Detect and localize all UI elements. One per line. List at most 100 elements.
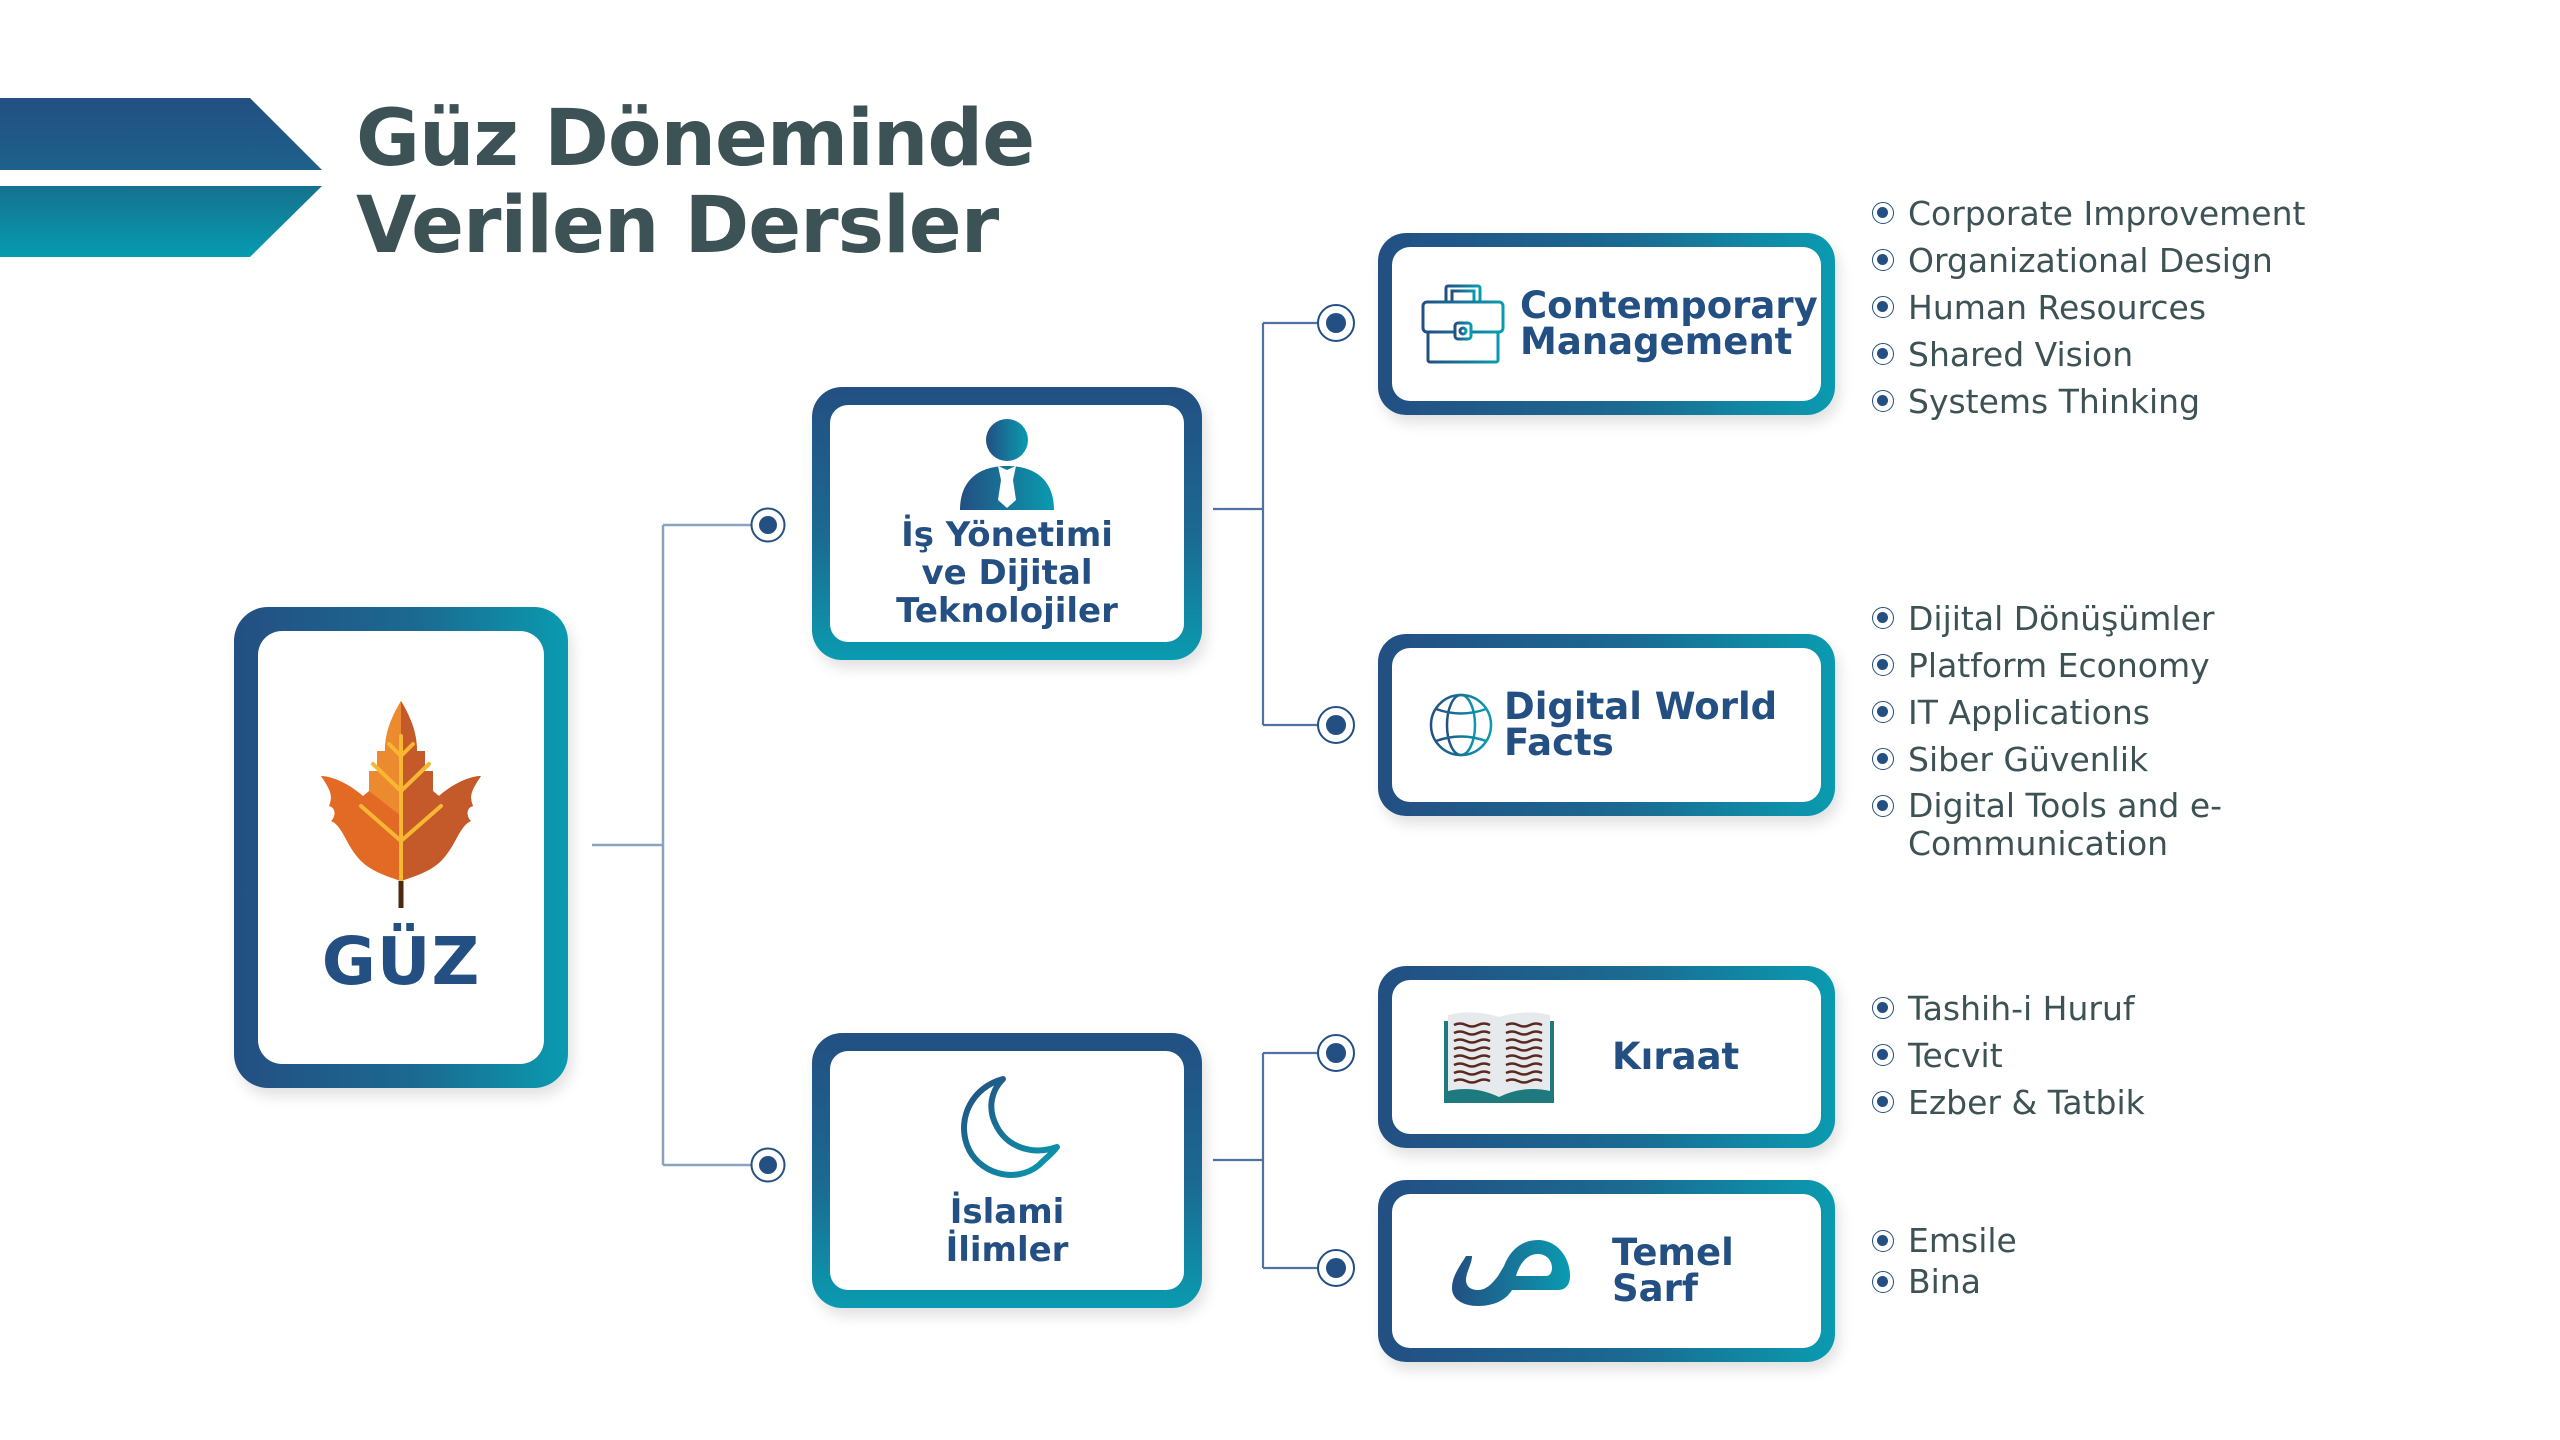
topic-item: Human Resources xyxy=(1870,284,2305,331)
topic-item: Siber Güvenlik xyxy=(1870,736,2238,783)
topic-item: Platform Economy xyxy=(1870,642,2238,689)
course-card-body: Digital World Facts xyxy=(1392,648,1821,802)
connector-node-digital xyxy=(1317,706,1355,744)
program-label-line: Teknolojiler xyxy=(896,590,1118,631)
course-label-line: Management xyxy=(1520,320,1793,363)
course-card-kiraat[interactable]: Kıraat xyxy=(1378,966,1835,1148)
topic-item: Systems Thinking xyxy=(1870,378,2305,425)
topic-label: IT Applications xyxy=(1908,693,2150,732)
topic-label: Shared Vision xyxy=(1908,335,2134,374)
connector-node-sarf xyxy=(1317,1249,1355,1287)
course-card-contemporary-management[interactable]: Contemporary Management xyxy=(1378,233,1835,415)
page-title: Güz Döneminde Verilen Dersler xyxy=(356,94,1035,271)
program-label-line: İlimler xyxy=(945,1229,1069,1270)
course-card-digital-world-facts[interactable]: Digital World Facts xyxy=(1378,634,1835,816)
topic-label: Digital Tools and e-Communication xyxy=(1908,786,2223,863)
topic-list-kiraat: Tashih-i Huruf Tecvit Ezber & Tatbik xyxy=(1870,985,2145,1126)
topic-label: Tashih-i Huruf xyxy=(1908,989,2135,1028)
course-label-line: Kıraat xyxy=(1612,1035,1740,1078)
radio-bullet-icon xyxy=(1872,1230,1894,1252)
connector-root-to-programs xyxy=(592,523,752,1167)
topic-label: Ezber & Tatbik xyxy=(1908,1083,2145,1122)
course-label: Temel Sarf xyxy=(1612,1231,1734,1310)
autumn-leaf-icon xyxy=(321,700,481,908)
topic-item: Tecvit xyxy=(1870,1032,2145,1079)
topic-item: Tashih-i Huruf xyxy=(1870,985,2145,1032)
topic-list-digital-world-facts: Dijital Dönüşümler Platform Economy IT A… xyxy=(1870,595,2238,863)
radio-bullet-icon xyxy=(1872,701,1894,723)
course-label-line: Contemporary xyxy=(1520,284,1818,327)
topic-item: IT Applications xyxy=(1870,689,2238,736)
connector-isyon-to-courses xyxy=(1213,321,1320,727)
crescent-moon-icon xyxy=(961,1075,1060,1178)
radio-bullet-icon xyxy=(1872,390,1894,412)
connector-node-contemp xyxy=(1317,304,1355,342)
topic-item: Ezber & Tatbik xyxy=(1870,1079,2145,1126)
radio-bullet-icon xyxy=(1872,795,1894,817)
topic-label: Dijital Dönüşümler xyxy=(1908,599,2215,638)
page-title-line-1: Güz Döneminde xyxy=(356,94,1035,184)
topic-label: Platform Economy xyxy=(1908,646,2210,685)
topic-item: Shared Vision xyxy=(1870,331,2305,378)
topic-list-temel-sarf: Emsile Bina xyxy=(1870,1220,2017,1302)
topic-label: Systems Thinking xyxy=(1908,382,2201,421)
briefcase-icon xyxy=(1421,284,1505,364)
open-book-icon xyxy=(1444,1012,1554,1103)
title-banner-arrows xyxy=(0,98,322,257)
banner-bottom-band xyxy=(0,186,322,257)
topic-label: Bina xyxy=(1908,1262,1981,1301)
businessman-icon xyxy=(960,418,1054,510)
course-card-temel-sarf[interactable]: Temel Sarf xyxy=(1378,1180,1835,1362)
topic-item: Corporate Improvement xyxy=(1870,190,2305,237)
radio-bullet-icon xyxy=(1872,249,1894,271)
topic-item: Emsile xyxy=(1870,1220,2017,1261)
radio-bullet-icon xyxy=(1872,296,1894,318)
course-label-line: Facts xyxy=(1504,721,1614,764)
radio-bullet-icon xyxy=(1872,1044,1894,1066)
arabic-sad-letter-icon xyxy=(1452,1240,1570,1306)
globe-icon xyxy=(1429,693,1493,757)
radio-bullet-icon xyxy=(1872,1271,1894,1293)
page-title-line-2: Verilen Dersler xyxy=(356,181,999,271)
program-card-is-yonetimi[interactable]: İş Yönetimi ve Dijital Teknolojiler xyxy=(812,387,1202,660)
topic-item: Dijital Dönüşümler xyxy=(1870,595,2238,642)
program-card-body: İş Yönetimi ve Dijital Teknolojiler xyxy=(830,405,1184,642)
connector-node-islam xyxy=(750,1147,786,1183)
root-card-guz[interactable]: GÜZ xyxy=(234,607,568,1088)
connector-node-kiraat xyxy=(1317,1034,1355,1072)
course-card-body: Temel Sarf xyxy=(1392,1194,1821,1348)
root-label: GÜZ xyxy=(321,922,481,1000)
topic-label: Siber Güvenlik xyxy=(1908,740,2149,779)
program-label-line: İslami xyxy=(949,1191,1065,1232)
course-card-body: Kıraat xyxy=(1392,980,1821,1134)
topic-label: Corporate Improvement xyxy=(1908,194,2306,233)
radio-bullet-icon xyxy=(1872,1091,1894,1113)
connector-islam-to-courses xyxy=(1213,1051,1320,1270)
program-label: İş Yönetimi ve Dijital Teknolojiler xyxy=(896,516,1118,630)
topic-label: Human Resources xyxy=(1908,288,2207,327)
course-label: Kıraat xyxy=(1612,1035,1740,1078)
topic-item: Organizational Design xyxy=(1870,237,2305,284)
course-label-line: Temel xyxy=(1612,1231,1734,1274)
root-card-body: GÜZ xyxy=(258,631,544,1064)
topic-label: Tecvit xyxy=(1908,1036,2003,1075)
radio-bullet-icon xyxy=(1872,202,1894,224)
topic-label: Emsile xyxy=(1908,1221,2017,1260)
topic-label: Organizational Design xyxy=(1908,241,2273,280)
topic-list-contemporary-management: Corporate Improvement Organizational Des… xyxy=(1870,190,2305,425)
radio-bullet-icon xyxy=(1872,997,1894,1019)
radio-bullet-icon xyxy=(1872,343,1894,365)
course-label: Contemporary Management xyxy=(1520,284,1818,363)
banner-top-band xyxy=(0,98,322,170)
course-label-line: Sarf xyxy=(1612,1267,1698,1310)
radio-bullet-icon xyxy=(1872,748,1894,770)
program-label-line: ve Dijital xyxy=(921,552,1093,593)
course-label: Digital World Facts xyxy=(1504,688,1777,764)
topic-item: Digital Tools and e-Communication xyxy=(1870,783,2238,863)
program-card-islami-ilimler[interactable]: İslami İlimler xyxy=(812,1033,1202,1308)
radio-bullet-icon xyxy=(1872,654,1894,676)
program-card-body: İslami İlimler xyxy=(830,1051,1184,1290)
topic-item: Bina xyxy=(1870,1261,2017,1302)
program-label-line: İş Yönetimi xyxy=(901,514,1113,555)
course-card-body: Contemporary Management xyxy=(1392,247,1821,401)
